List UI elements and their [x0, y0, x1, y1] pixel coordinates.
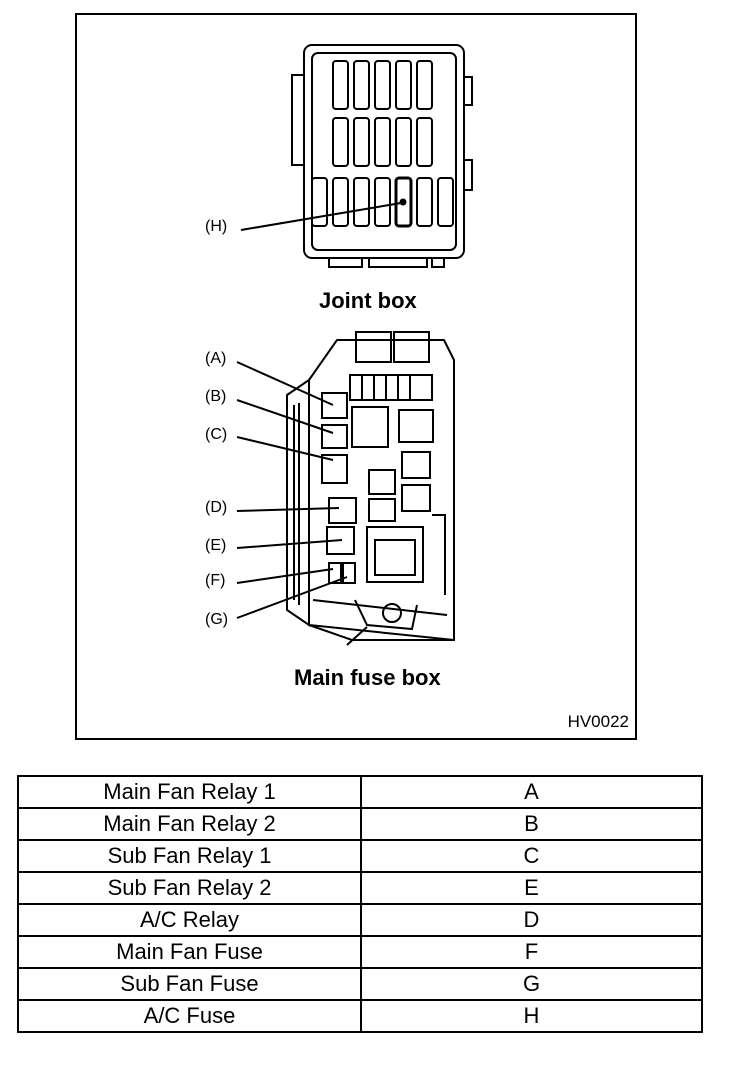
component-code: H: [360, 999, 703, 1033]
leader-c: [236, 436, 334, 461]
leader-a: [236, 361, 334, 406]
leader-d: [236, 507, 340, 512]
table-row: Sub Fan Relay 2 E: [17, 871, 703, 905]
component-code: F: [360, 935, 703, 969]
table-row: Sub Fan Fuse G: [17, 967, 703, 1001]
component-table: Main Fan Relay 1 A Main Fan Relay 2 B Su…: [17, 775, 703, 1033]
callout-e: (E): [205, 537, 227, 554]
component-name: Sub Fan Fuse: [17, 967, 362, 1001]
component-name: A/C Relay: [17, 903, 362, 937]
component-code: C: [360, 839, 703, 873]
figure-code: HV0022: [567, 712, 629, 731]
component-name: Sub Fan Relay 1: [17, 839, 362, 873]
component-name: Main Fan Relay 2: [17, 807, 362, 841]
callout-d: (D): [205, 499, 228, 516]
component-name: A/C Fuse: [17, 999, 362, 1033]
callout-g: (G): [205, 611, 229, 628]
main-fuse-box-drawing: [286, 331, 455, 646]
component-name: Sub Fan Relay 2: [17, 871, 362, 905]
leader-e: [236, 539, 343, 549]
callout-a: (A): [205, 350, 227, 367]
table-row: Main Fan Relay 1 A: [17, 775, 703, 809]
leader-f: [236, 568, 334, 584]
table-row: A/C Fuse H: [17, 999, 703, 1033]
table-row: Main Fan Fuse F: [17, 935, 703, 969]
component-code: D: [360, 903, 703, 937]
table-row: Sub Fan Relay 1 C: [17, 839, 703, 873]
component-code: B: [360, 807, 703, 841]
component-name: Main Fan Relay 1: [17, 775, 362, 809]
callout-h: (H): [205, 218, 228, 235]
callout-b: (B): [205, 388, 227, 405]
leader-g: [236, 576, 348, 619]
table-row: A/C Relay D: [17, 903, 703, 937]
leader-h: [240, 202, 402, 231]
component-code: E: [360, 871, 703, 905]
joint-box-drawing: [291, 44, 473, 268]
table-row: Main Fan Relay 2 B: [17, 807, 703, 841]
component-code: G: [360, 967, 703, 1001]
leader-b: [236, 399, 334, 434]
callout-f: (F): [205, 572, 226, 589]
fuse-box-drawing: [236, 44, 473, 646]
component-name: Main Fan Fuse: [17, 935, 362, 969]
joint-box-caption: Joint box: [319, 288, 417, 313]
component-code: A: [360, 775, 703, 809]
main-fuse-box-caption: Main fuse box: [294, 665, 441, 690]
callout-c: (C): [205, 426, 228, 443]
diagram-figure: (H) Joint box (A) (B) (C) (D) (E) (F) (G…: [75, 13, 637, 740]
